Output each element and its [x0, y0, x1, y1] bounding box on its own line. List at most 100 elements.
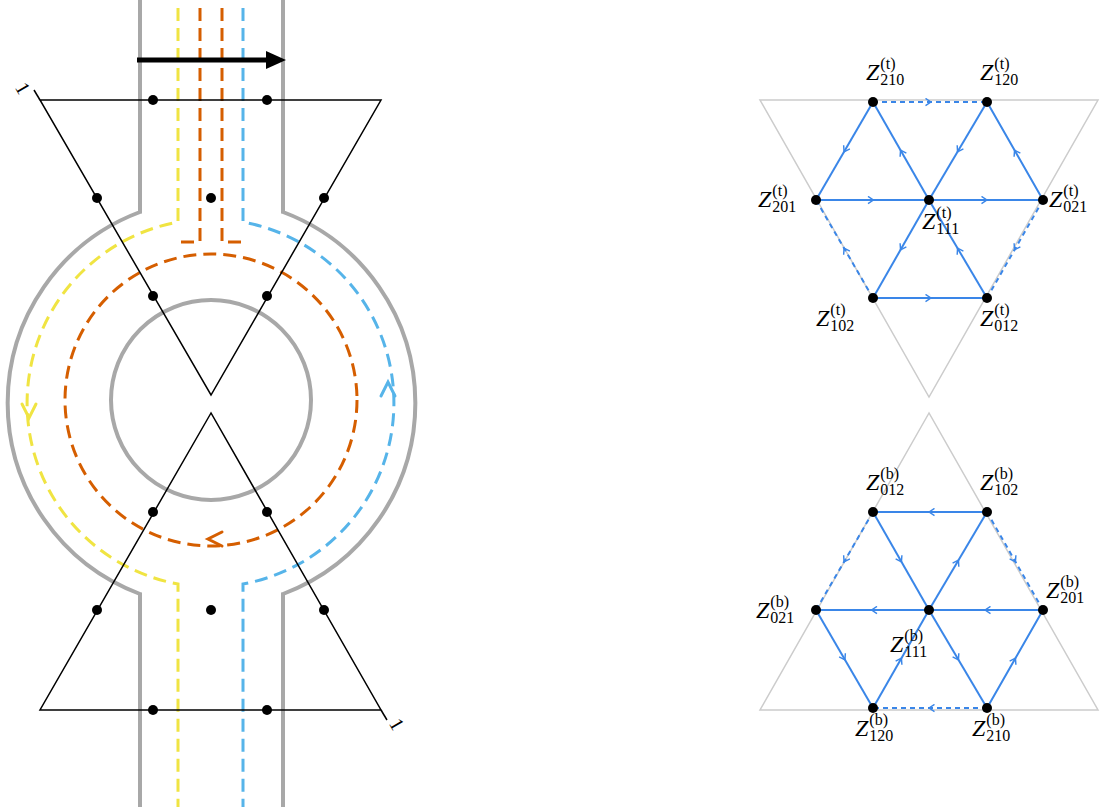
graph-edge — [816, 102, 873, 200]
graph-vertex — [1038, 195, 1048, 205]
superscript: (b) — [994, 466, 1018, 482]
subscript: 012 — [880, 482, 904, 498]
graph-vertex — [924, 605, 934, 615]
vertex-label: Z(b)012 — [866, 466, 904, 498]
subscript: 021 — [770, 610, 794, 626]
graph-edge — [873, 511, 987, 513]
vertex-label: Z(b)201 — [1046, 574, 1084, 606]
tick — [34, 90, 40, 100]
tube-walls — [8, 0, 416, 807]
vertex-label: Z(t)102 — [816, 302, 854, 334]
vertex-label: Z(b)210 — [972, 712, 1010, 744]
superscript: (t) — [772, 183, 796, 199]
symbol: Z — [922, 208, 935, 234]
yellow-path — [27, 8, 178, 807]
graph-edge — [987, 200, 1043, 298]
arrow-head — [266, 51, 286, 69]
bottom-grid-outline — [760, 413, 1098, 710]
graph-edge — [929, 200, 987, 298]
subscript: 111 — [936, 221, 959, 237]
graph-edge — [873, 200, 929, 298]
subscript: 012 — [994, 318, 1018, 334]
vertex-label: Z(t)201 — [758, 183, 796, 215]
symbol: Z — [980, 469, 993, 495]
superscript: (t) — [994, 302, 1018, 318]
superscript: (b) — [770, 594, 794, 610]
flow-paths — [27, 8, 394, 807]
subscript: 210 — [986, 728, 1010, 744]
graph-vertex — [811, 195, 821, 205]
arrow-shaft — [137, 58, 270, 63]
graph-vertex — [924, 195, 934, 205]
yellow-head — [22, 404, 36, 418]
graph-vertex — [982, 97, 992, 107]
subscript: 111 — [904, 644, 927, 660]
symbol: Z — [816, 305, 829, 331]
index-stack: (b)201 — [1060, 574, 1084, 606]
graph-edge — [929, 610, 987, 708]
symbol: Z — [980, 305, 993, 331]
corner-label: 1 — [386, 715, 408, 734]
bottom-triangle — [40, 413, 381, 710]
vertex-label: Z(b)111 — [890, 628, 927, 660]
orange-loop — [65, 254, 357, 546]
index-stack: (t)012 — [994, 302, 1018, 334]
subscript: 102 — [994, 482, 1018, 498]
orange-right — [222, 8, 244, 242]
graph-edge — [987, 512, 1043, 610]
superscript: (t) — [1063, 183, 1087, 199]
graph-edge — [873, 102, 929, 200]
flow-arrowheads — [22, 382, 395, 546]
subscript: 120 — [869, 728, 893, 744]
triangles — [34, 90, 387, 720]
symbol: Z — [866, 59, 879, 85]
vertex-label: Z(b)102 — [980, 466, 1018, 498]
corner-label: 1 — [12, 79, 34, 98]
symbol: Z — [756, 597, 769, 623]
graph-vertex — [868, 97, 878, 107]
graph-vertex — [811, 605, 821, 615]
subscript: 021 — [1063, 199, 1087, 215]
symbol: Z — [890, 631, 903, 657]
site-dots — [92, 95, 329, 715]
graph-edge — [816, 609, 929, 611]
superscript: (b) — [986, 712, 1010, 728]
vertex-label: Z(t)210 — [866, 56, 904, 88]
symbol: Z — [758, 186, 771, 212]
blue-head — [381, 382, 395, 396]
index-stack: (t)102 — [830, 302, 854, 334]
subscript: 201 — [1060, 590, 1084, 606]
direction-arrow — [137, 51, 286, 69]
superscript: (b) — [1060, 574, 1084, 590]
superscript: (t) — [936, 205, 959, 221]
superscript: (b) — [869, 712, 893, 728]
inner-wall — [111, 300, 311, 500]
index-stack: (t)021 — [1063, 183, 1087, 215]
superscript: (b) — [904, 628, 927, 644]
index-stack: (b)210 — [986, 712, 1010, 744]
graph-edge — [987, 102, 1043, 200]
graph-vertex — [982, 507, 992, 517]
orange-head — [208, 532, 222, 546]
index-stack: (b)111 — [904, 628, 927, 660]
graph-vertex — [868, 507, 878, 517]
top-triangle — [40, 100, 381, 395]
blue-path — [243, 8, 394, 807]
symbol: Z — [1049, 186, 1062, 212]
superscript: (t) — [830, 302, 854, 318]
symbol: Z — [972, 715, 985, 741]
index-stack: (t)210 — [880, 56, 904, 88]
vertex-label: Z(b)021 — [756, 594, 794, 626]
index-stack: (b)102 — [994, 466, 1018, 498]
index-stack: (t)111 — [936, 205, 959, 237]
graph-edge — [816, 199, 929, 201]
graph-vertex — [868, 293, 878, 303]
graph-edge — [873, 707, 987, 709]
index-stack: (b)021 — [770, 594, 794, 626]
graph-edge — [929, 609, 1043, 611]
subscript: 210 — [880, 72, 904, 88]
grid-triangles — [760, 100, 1098, 710]
symbol: Z — [980, 59, 993, 85]
